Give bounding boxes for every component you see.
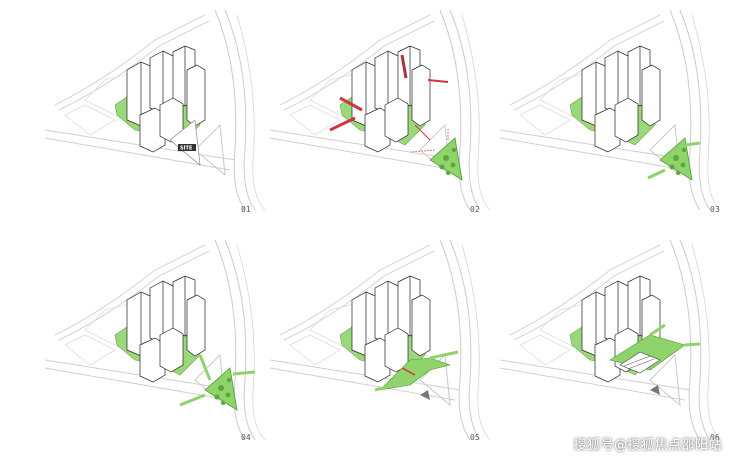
watermark: 搜狐号@搜狐焦点邵阳站 xyxy=(573,438,722,453)
step-label-05: 05 xyxy=(470,433,480,442)
panel-step-04 xyxy=(44,239,266,441)
step-label-03: 03 xyxy=(710,205,720,214)
panel-step-06 xyxy=(499,239,721,441)
panel-step-05 xyxy=(269,239,491,441)
step-label-01: 01 xyxy=(241,205,251,214)
site-tag: SITE xyxy=(180,146,193,152)
step-label-06: 06 xyxy=(710,433,720,442)
panel-step-02 xyxy=(269,9,491,211)
panel-step-01: SITE xyxy=(44,9,266,211)
step-label-04: 04 xyxy=(241,433,251,442)
panel-step-03 xyxy=(499,9,721,211)
step-label-02: 02 xyxy=(470,205,480,214)
